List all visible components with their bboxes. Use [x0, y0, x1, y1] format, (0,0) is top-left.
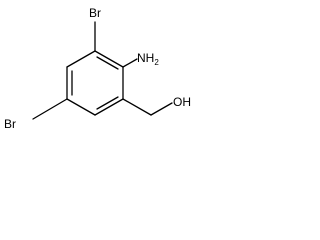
bond-ch2-o — [150, 102, 173, 116]
amine-label-main: NH — [137, 51, 154, 65]
amine-label-subscript: 2 — [154, 58, 159, 67]
ring-double-bond-c3-c4 — [96, 96, 119, 110]
ring-double-bond-c1-c2 — [96, 56, 119, 70]
ring-bond-c6-c1 — [66, 50, 96, 68]
chemical-structure: Br NH2 Br OH — [4, 6, 191, 131]
ring-bond-c3-c4 — [94, 98, 124, 116]
bond-c3-ch2 — [122, 98, 152, 116]
bromine-top-label: Br — [89, 6, 101, 20]
bond-c2-n — [122, 58, 138, 68]
bromine-left-label: Br — [4, 117, 16, 131]
ring-bond-c4-c5 — [66, 98, 96, 116]
ring-bond-c1-c2 — [94, 50, 124, 68]
hydroxyl-label: OH — [173, 95, 191, 109]
amine-label: NH2 — [137, 51, 159, 67]
bond-c5-br — [32, 98, 68, 120]
